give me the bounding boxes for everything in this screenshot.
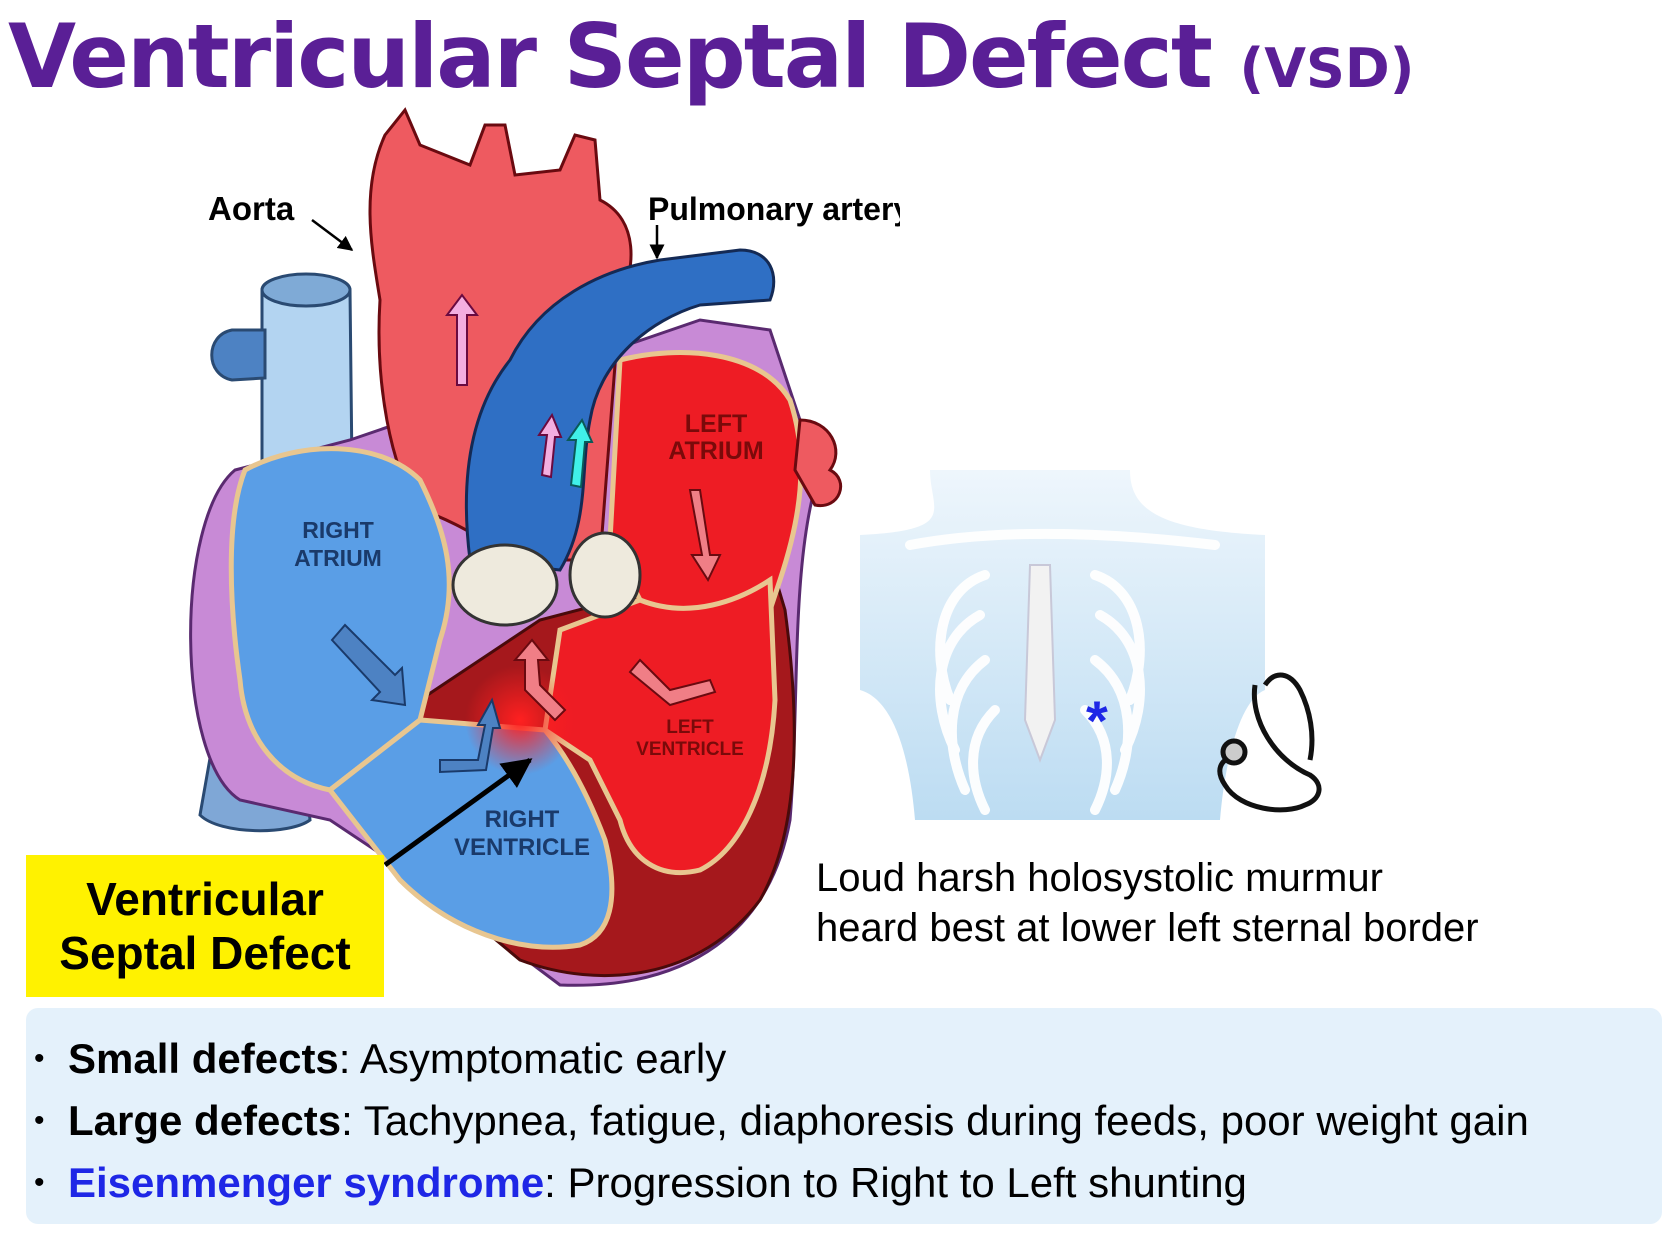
murmur-description: Loud harsh holosystolic murmur heard bes… [816,853,1479,953]
flow-arrow-la [688,489,722,583]
flow-arrow-lv [628,658,717,707]
left-atrial-appendage [793,418,843,507]
list-item: Large defects: Tachypnea, fatigue, diaph… [34,1090,1662,1152]
right-atrium [228,446,452,793]
stethoscope-icon [1217,672,1322,813]
callout-line-2: Septal Defect [59,927,351,979]
murmur-line-2: heard best at lower left sternal border [816,906,1479,950]
murmur-line-1: Loud harsh holosystolic murmur [816,856,1383,900]
flow-arrow-pa-left [537,412,563,479]
svc-opening [260,272,352,308]
clinical-features-list: Small defects: Asymptomatic early Large … [34,1028,1662,1214]
bullet-text: : Tachypnea, fatigue, diaphoresis during… [341,1097,1529,1144]
vsd-callout: Ventricular Septal Defect [26,855,384,997]
left-atrium [607,350,804,663]
aortic-valve [568,531,642,619]
rib-cage [905,528,1220,815]
label-pulmonary-artery: Pulmonary artery [648,191,900,227]
flow-arrow-rv [439,697,502,774]
pulmonary-artery [464,248,776,572]
label-left-ventricle-1: LEFT [666,717,714,738]
bullet-text: : Progression to Right to Left shunting [544,1159,1247,1206]
label-right-ventricle-1: RIGHT [485,806,560,833]
clinical-features-panel: Small defects: Asymptomatic early Large … [26,1008,1662,1224]
flow-arrow-shunt [512,638,567,722]
heart-diagram: Aorta Pulmonary artery LEFT ATRIUM RIGHT… [189,107,900,987]
list-item: Eisenmenger syndrome: Progression to Rig… [34,1152,1662,1214]
bullet-term: Small defects [68,1035,339,1082]
label-left-ventricle-2: VENTRICLE [636,739,744,760]
title-abbreviation: (VSD) [1239,37,1415,100]
torso [860,470,1265,820]
right-ventricle [326,717,615,950]
label-right-ventricle-2: VENTRICLE [454,834,590,861]
pulmonary-valve [451,543,559,627]
flow-arrow-ra [330,623,407,707]
label-left-atrium-2: ATRIUM [668,437,763,465]
label-left-atrium-1: LEFT [685,410,748,438]
list-item: Small defects: Asymptomatic early [34,1028,1662,1090]
label-right-atrium-1: RIGHT [302,517,374,543]
sternum [1023,564,1057,763]
defect-pointer [383,757,533,868]
page-title: Ventricular Septal Defect (VSD) [8,2,1414,124]
bullet-term: Large defects [68,1097,342,1144]
auscultation-marker: * [1086,689,1108,752]
right-pulmonary-vein [210,328,267,382]
flow-arrow-pa-right [566,417,594,489]
aorta-pointer [311,219,354,251]
callout-line-1: Ventricular [86,873,324,925]
label-right-atrium-2: ATRIUM [294,545,382,571]
title-main: Ventricular Septal Defect [8,5,1213,108]
bullet-term: Eisenmenger syndrome [68,1159,545,1206]
bullet-text: : Asymptomatic early [338,1035,727,1082]
label-aorta: Aorta [208,190,295,227]
flow-arrow-aorta [445,293,479,386]
left-ventricle [542,575,778,876]
